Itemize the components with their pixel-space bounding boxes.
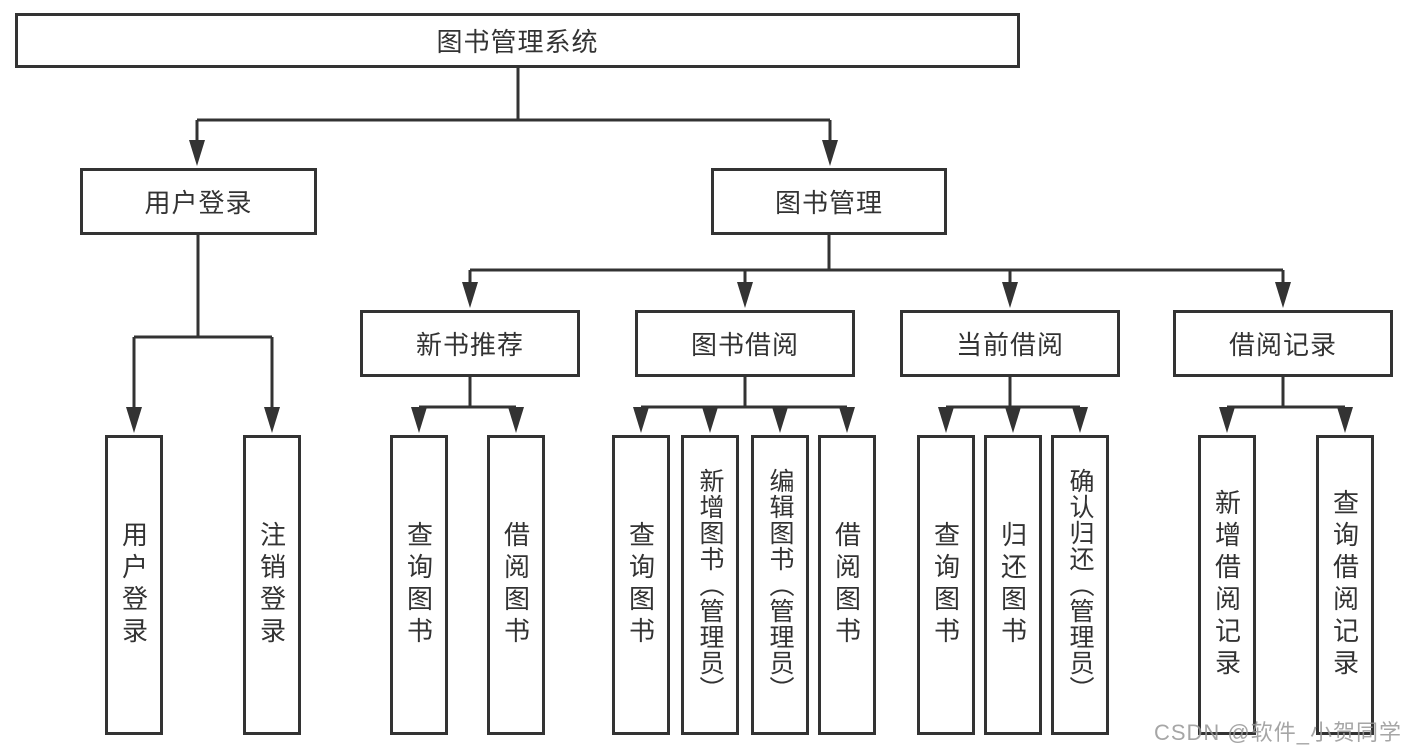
arrowheads [126, 140, 1353, 433]
node-current-borrow: 当前借阅 [900, 310, 1120, 377]
leaf-return-books: 归还图书 [984, 435, 1042, 735]
leaf-query-borrow-record: 查询借阅记录 [1316, 435, 1374, 735]
leaf-add-book-admin: 新增图书（管理员） [681, 435, 739, 735]
leaf-borrow-books: 借阅图书 [818, 435, 876, 735]
csdn-watermark: CSDN @软件_小贺同学 [1153, 720, 1402, 745]
leaf-borrow-books-recommend: 借阅图书 [487, 435, 545, 735]
leaf-logout: 注销登录 [243, 435, 301, 735]
node-library-system: 图书管理系统 [15, 13, 1020, 68]
leaf-user-login: 用户登录 [105, 435, 163, 735]
node-user-login: 用户登录 [80, 168, 317, 235]
node-new-book-recommend: 新书推荐 [360, 310, 580, 377]
leaf-query-books-recommend: 查询图书 [390, 435, 448, 735]
leaf-add-borrow-record: 新增借阅记录 [1198, 435, 1256, 735]
leaf-confirm-return-admin: 确认归还（管理员） [1051, 435, 1109, 735]
leaf-query-books-borrow: 查询图书 [612, 435, 670, 735]
node-borrow-records: 借阅记录 [1173, 310, 1393, 377]
node-book-management: 图书管理 [711, 168, 947, 235]
node-book-borrow: 图书借阅 [635, 310, 855, 377]
leaf-edit-book-admin: 编辑图书（管理员） [751, 435, 809, 735]
leaf-query-books-current: 查询图书 [917, 435, 975, 735]
